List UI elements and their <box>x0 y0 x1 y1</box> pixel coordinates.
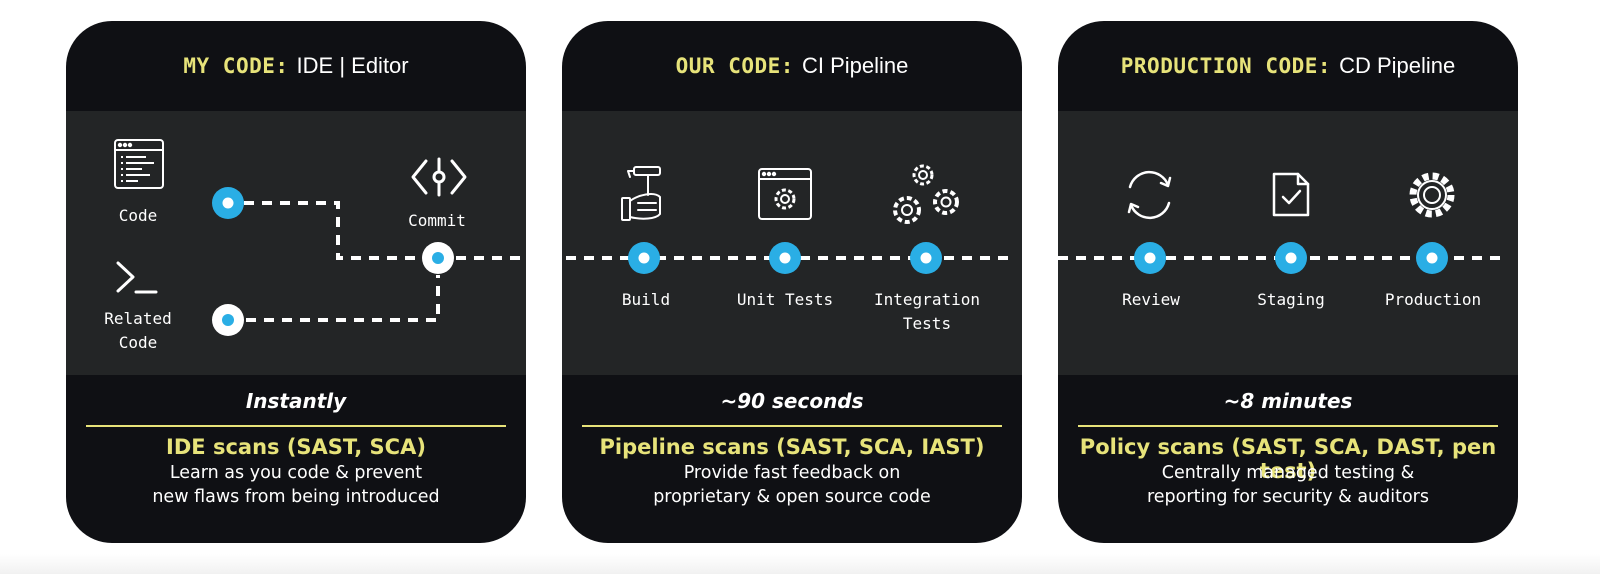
node-review <box>1134 242 1166 274</box>
card-keyword: MY CODE: <box>183 54 289 78</box>
card-keyword: OUR CODE: <box>675 54 794 78</box>
label-review: Review <box>1122 290 1180 309</box>
divider <box>86 425 506 427</box>
scan-description-line: reporting for security & auditors <box>1146 487 1429 507</box>
workflow-band: Code Related Code Commit <box>66 111 526 375</box>
terminal-prompt-icon <box>116 261 158 294</box>
code-window-icon <box>114 139 164 189</box>
scan-description: Learn as you code & prevent new flaws fr… <box>66 461 526 509</box>
divider <box>1078 425 1498 427</box>
label-commit: Commit <box>408 211 466 230</box>
cd-workflow-diagram <box>1058 170 1503 274</box>
card-our-code: OUR CODE: CI Pipeline <box>562 21 1022 543</box>
node-related-code <box>212 304 244 336</box>
scan-description: Centrally managed testing & reporting fo… <box>1058 461 1518 509</box>
card-header: OUR CODE: CI Pipeline <box>562 21 1022 111</box>
card-subtitle: CD Pipeline <box>1339 53 1456 78</box>
card-subtitle: CI Pipeline <box>801 53 909 78</box>
document-check-icon <box>1272 172 1310 217</box>
refresh-icon <box>1127 170 1172 220</box>
card-subtitle: IDE | Editor <box>296 53 409 78</box>
card-my-code: MY CODE: IDE | Editor <box>66 21 526 543</box>
scan-description-line: Centrally managed testing & <box>1161 463 1415 483</box>
card-production-code: PRODUCTION CODE: CD Pipeline <box>1058 21 1518 543</box>
label-build: Build <box>621 290 671 309</box>
node-code <box>212 187 244 219</box>
card-footer: Instantly IDE scans (SAST, SCA) Learn as… <box>66 375 526 543</box>
node-integration-tests <box>910 242 942 274</box>
node-unit-tests <box>769 242 801 274</box>
scan-title: Pipeline scans (SAST, SCA, IAST) <box>599 435 985 459</box>
page-bottom-fade <box>0 554 1600 574</box>
card-footer: ~90 seconds Pipeline scans (SAST, SCA, I… <box>562 375 1022 543</box>
card-header: PRODUCTION CODE: CD Pipeline <box>1058 21 1518 111</box>
label-integration-tests: Integration Tests <box>862 288 992 336</box>
label-line: Tests <box>902 314 952 333</box>
time-label: ~8 minutes <box>1223 389 1353 413</box>
scan-description-line: Provide fast feedback on <box>683 463 901 483</box>
commit-icon <box>411 157 467 197</box>
divider <box>582 425 1002 427</box>
node-production <box>1416 242 1448 274</box>
label-related-code: Related Code <box>104 309 172 352</box>
time-label: Instantly <box>245 389 347 413</box>
code-workflow-diagram <box>114 139 526 336</box>
scan-description-line: Learn as you code & prevent <box>169 463 423 483</box>
connector-lines <box>244 201 526 322</box>
hammer-hand-icon <box>621 166 661 221</box>
ci-workflow-diagram <box>566 164 1012 274</box>
card-keyword: PRODUCTION CODE: <box>1120 54 1332 78</box>
scan-description-line: new flaws from being introduced <box>152 487 440 507</box>
label-staging: Staging <box>1257 290 1325 309</box>
label-line: Integration <box>874 290 980 309</box>
scan-title: Policy scans (SAST, SCA, DAST, pen test) <box>1079 435 1497 483</box>
label-code: Code <box>118 206 158 225</box>
time-label: ~90 seconds <box>720 389 864 413</box>
scan-title: IDE scans (SAST, SCA) <box>166 435 426 459</box>
test-window-gear-icon <box>758 168 812 220</box>
gear-icon <box>1409 172 1455 218</box>
label-production: Production <box>1384 290 1482 309</box>
label-unit-tests: Unit Tests <box>736 290 834 309</box>
gears-icon <box>893 164 959 224</box>
workflow-band: Review Staging Production <box>1058 111 1518 375</box>
workflow-band: Build Unit Tests Integration Tests <box>562 111 1022 375</box>
scan-description-line: proprietary & open source code <box>653 487 931 507</box>
node-staging <box>1275 242 1307 274</box>
node-build <box>628 242 660 274</box>
node-commit <box>422 242 454 274</box>
scan-description: Provide fast feedback on proprietary & o… <box>562 461 1022 509</box>
card-header: MY CODE: IDE | Editor <box>66 21 526 111</box>
card-footer: ~8 minutes Policy scans (SAST, SCA, DAST… <box>1058 375 1518 543</box>
